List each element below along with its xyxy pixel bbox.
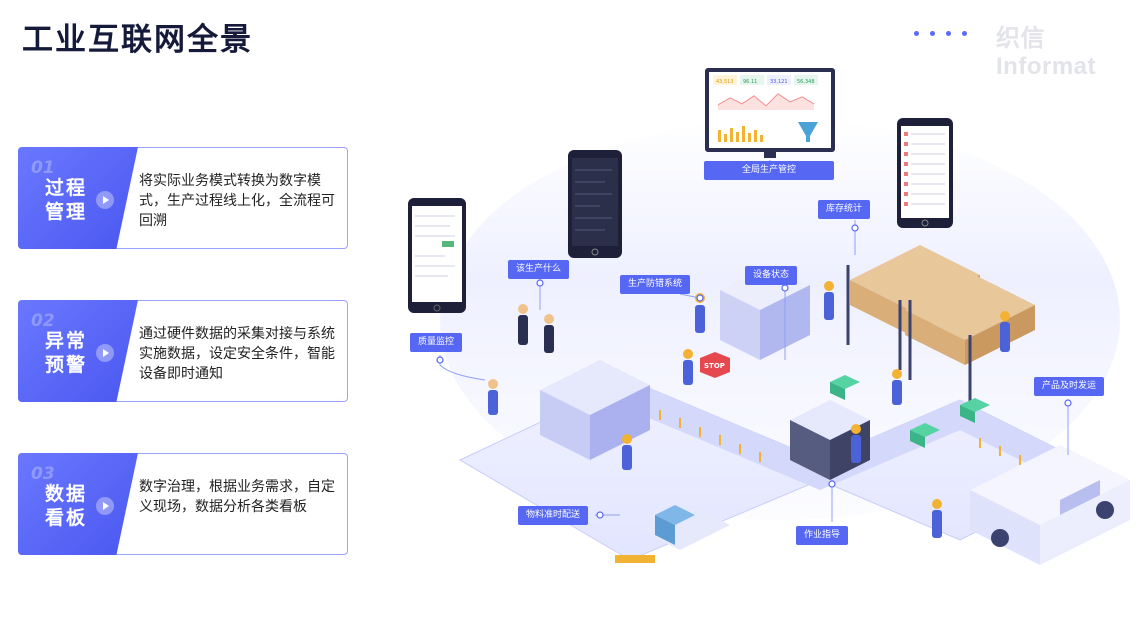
factory-scene-icon: 43,513 96.11 33,121 56,348 [408,68,1130,565]
play-arrow-icon [96,497,114,515]
play-arrow-icon [96,344,114,362]
factory-illustration: 43,513 96.11 33,121 56,348 [400,60,1144,614]
brand-logo: 织信 Informat [996,25,1096,80]
kpi-value: 56,348 [797,79,815,85]
kpi-value: 96.11 [743,79,757,85]
feature-card-number: 03 [31,464,55,484]
label-quality-monitor: 质量监控 [410,333,463,352]
feature-card-tab [18,453,138,555]
label-inventory-stats: 库存统计 [818,200,871,219]
feature-card-title: 异常预警 [45,330,88,376]
feature-card-process: 01 过程管理 将实际业务模式转换为数字模式，生产过程线上化，全流程可回溯 [18,147,348,249]
label-global-control: 全局生产管控 [704,161,834,180]
feature-card-tab [18,300,138,402]
feature-card-title: 数据看板 [45,483,88,529]
kpi-value: 33,121 [770,79,788,85]
feature-card-desc: 通过硬件数据的采集对接与系统实施数据，设定安全条件，智能设备即时通知 [139,326,335,382]
feature-card-desc: 数字治理，根据业务需求，自定义现场，数据分析各类看板 [139,479,335,515]
pagination-dots [914,31,967,36]
feature-card-number: 01 [31,158,55,178]
label-anti-error-system: 生产防错系统 [620,275,691,294]
feature-card-number: 02 [31,311,55,331]
feature-card-tab [18,147,138,249]
stop-sign-text: STOP [704,362,725,370]
page-title: 工业互联网全景 [22,22,253,58]
label-device-status: 设备状态 [745,266,798,285]
kpi-value: 43,513 [716,79,734,85]
label-work-guide: 作业指导 [796,526,849,545]
label-material-delivery: 物料准时配送 [518,506,589,525]
play-arrow-icon [96,191,114,209]
label-what-to-produce: 该生产什么 [508,260,570,279]
label-timely-shipping: 产品及时发运 [1034,377,1105,396]
feature-card-dashboard: 03 数据看板 数字治理，根据业务需求，自定义现场，数据分析各类看板 [18,453,348,555]
feature-card-title: 过程管理 [45,177,88,223]
feature-card-desc: 将实际业务模式转换为数字模式，生产过程线上化，全流程可回溯 [139,173,335,229]
feature-card-alert: 02 异常预警 通过硬件数据的采集对接与系统实施数据，设定安全条件，智能设备即时… [18,300,348,402]
